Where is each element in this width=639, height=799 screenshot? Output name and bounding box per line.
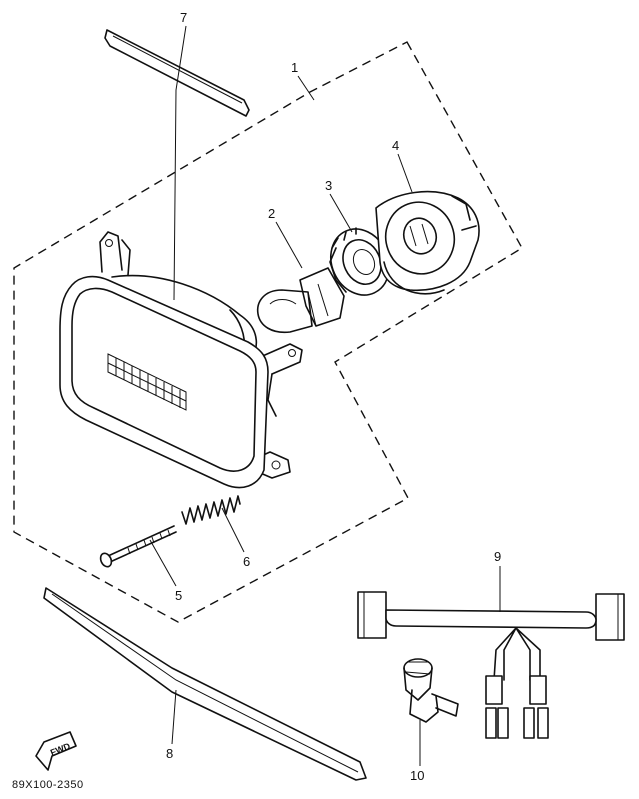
- cover: [375, 190, 480, 295]
- assembly-boundary: [13, 41, 523, 623]
- diagram-code: 89X100-2350: [12, 779, 84, 791]
- lens-pattern: [107, 353, 187, 411]
- callout-7: 7: [180, 10, 187, 25]
- upper-trim-strip: [104, 29, 250, 117]
- connector-clamp: [403, 658, 459, 723]
- headlight-housing: [59, 231, 303, 489]
- callout-1: 1: [291, 60, 298, 75]
- callout-8: 8: [166, 746, 173, 761]
- callout-10: 10: [410, 768, 424, 783]
- adjusting-screw: [99, 525, 177, 568]
- wire-harness: [357, 591, 625, 739]
- fwd-arrow-icon: FWD: [35, 731, 77, 771]
- callout-2: 2: [268, 206, 275, 221]
- leader-lines: [149, 25, 501, 766]
- fwd-label: FWD: [49, 741, 72, 758]
- callout-3: 3: [325, 178, 332, 193]
- callout-9: 9: [494, 549, 501, 564]
- callout-6: 6: [243, 554, 250, 569]
- callout-4: 4: [392, 138, 399, 153]
- bulb: [256, 267, 345, 334]
- spring: [181, 495, 241, 525]
- callout-5: 5: [175, 588, 182, 603]
- bulb-socket: [329, 227, 390, 296]
- lower-trim-strip: [43, 587, 367, 781]
